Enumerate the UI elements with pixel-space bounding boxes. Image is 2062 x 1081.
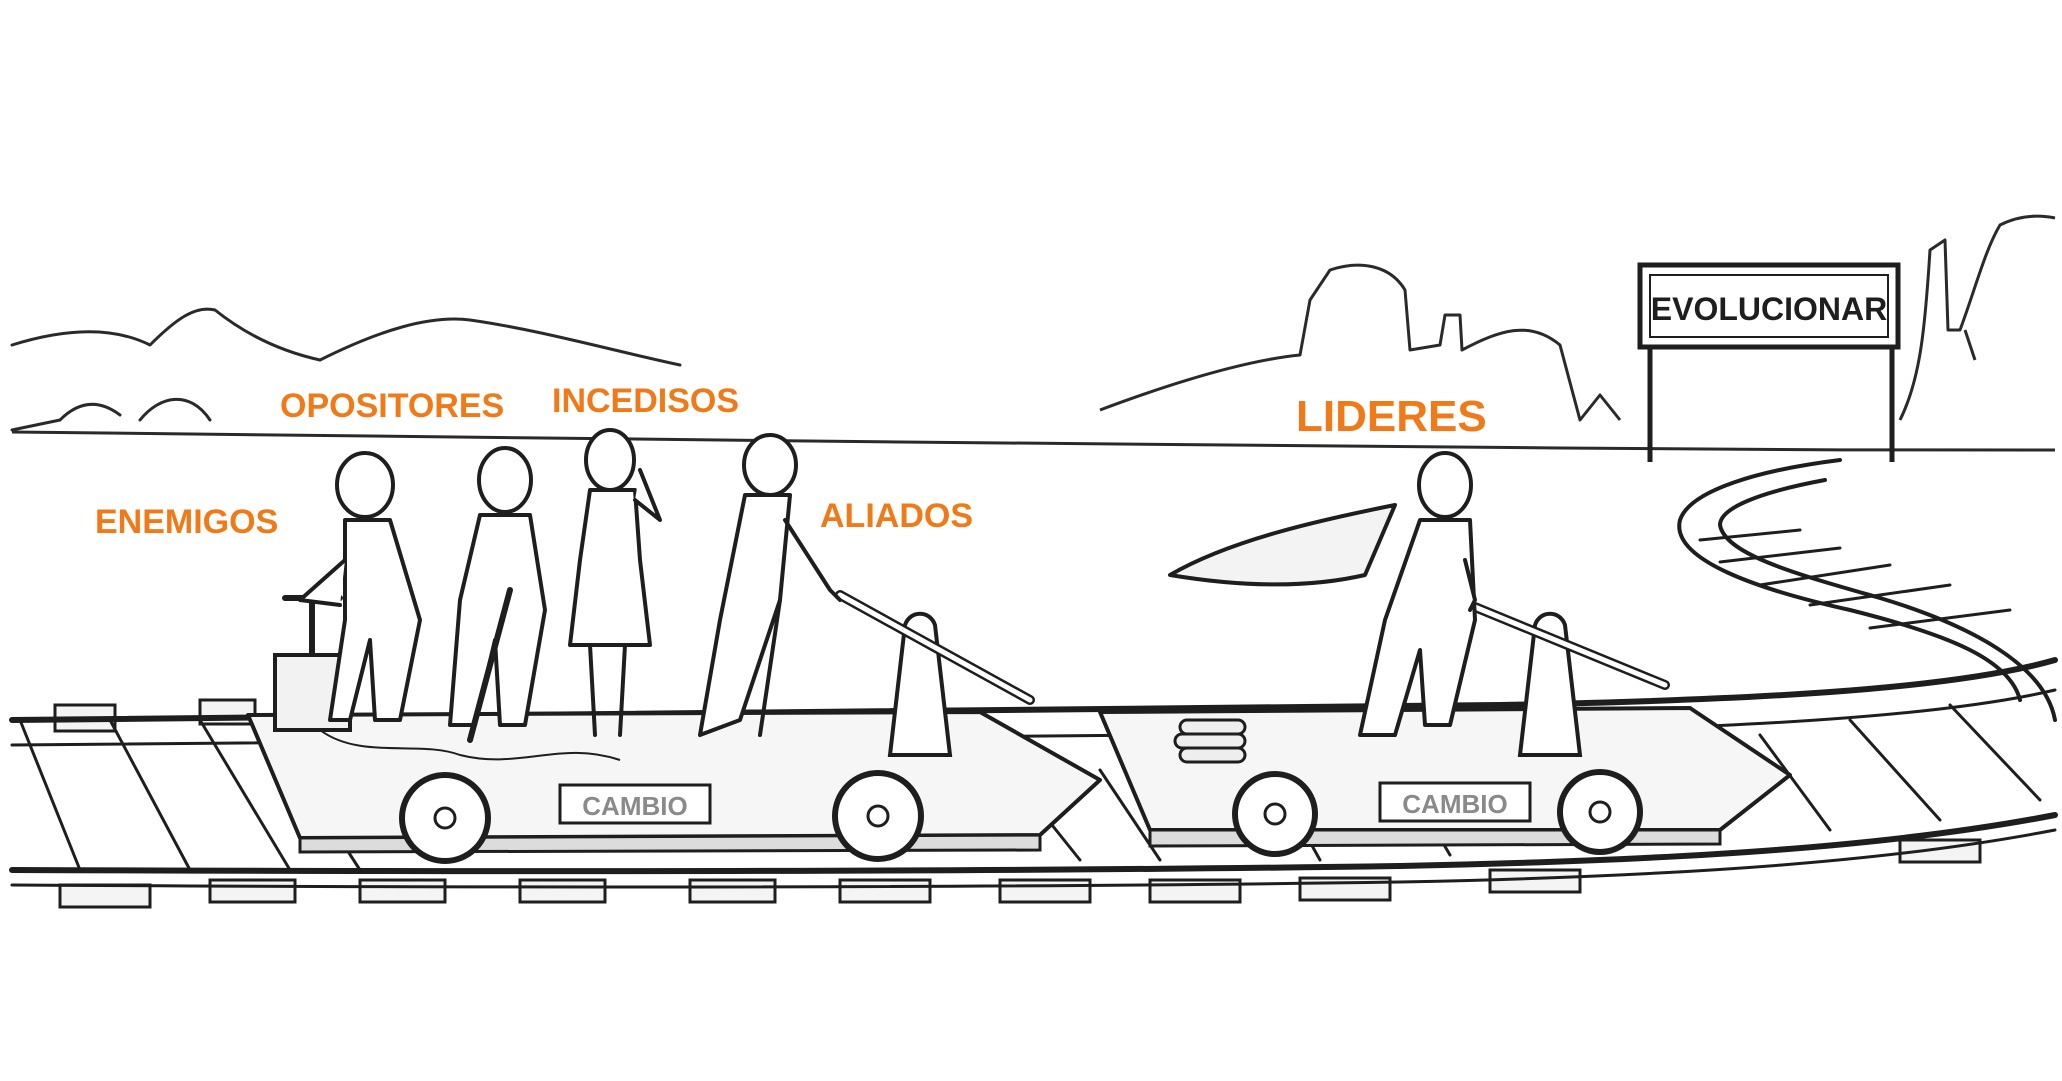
cart-2: CAMBIO — [1098, 600, 1792, 857]
main-track — [9, 657, 2058, 909]
label-lideres: LIDERES — [1296, 392, 1487, 441]
city-silhouette — [1099, 214, 2056, 422]
label-aliados: ALIADOS — [820, 497, 973, 535]
figures — [298, 428, 1477, 743]
dynamite-icon — [1173, 718, 1247, 764]
cart-1: CAMBIO — [246, 590, 1102, 864]
cart-1-wheel-right — [832, 770, 924, 862]
cart-1-plate: CAMBIO — [582, 791, 687, 821]
label-enemigos: ENEMIGOS — [95, 503, 278, 541]
cart-2-wheel-left — [1232, 771, 1318, 857]
horizon-line — [11, 430, 2056, 452]
cart-2-plate: CAMBIO — [1402, 789, 1507, 819]
figure-incediso — [568, 428, 662, 737]
label-opositores: OPOSITORES — [280, 387, 504, 425]
cart-2-wheel-right — [1557, 769, 1643, 855]
sign-text: EVOLUCIONAR — [1651, 291, 1887, 327]
figure-opositor — [448, 446, 547, 743]
curved-track — [1677, 458, 2057, 722]
figure-enemigo — [298, 451, 422, 722]
figure-aliado — [698, 433, 842, 737]
figure-lider — [1168, 451, 1477, 737]
cart-1-wheel-left — [399, 772, 491, 864]
mountains — [10, 307, 682, 432]
label-incedisos: INCEDISOS — [552, 382, 739, 420]
evolucionar-sign: EVOLUCIONAR — [1637, 262, 1901, 462]
